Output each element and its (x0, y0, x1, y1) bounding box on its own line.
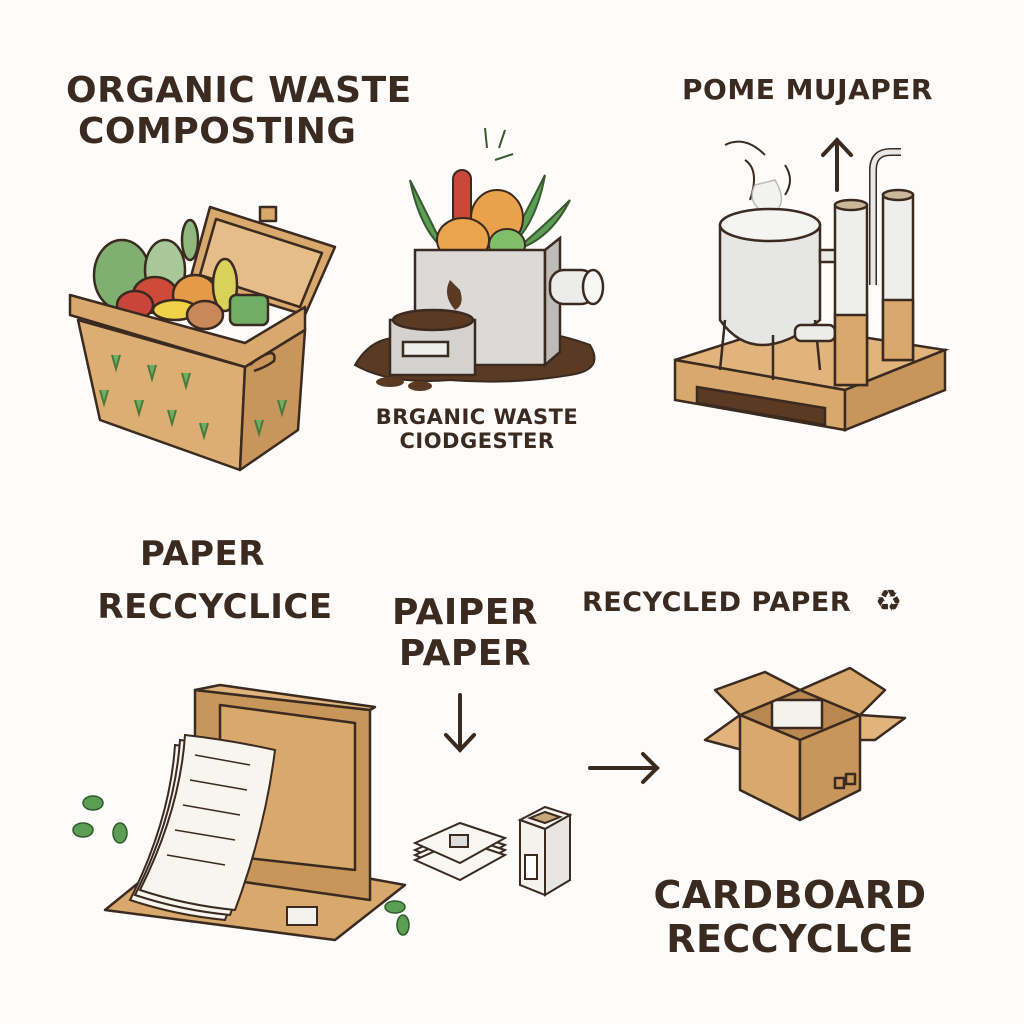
caption-line: BRGANIC WASTE (375, 405, 579, 429)
cardboard-box-illustration (700, 660, 920, 830)
pome-tank-illustration (665, 125, 955, 435)
caption-line: CIODGESTER (399, 429, 555, 454)
recycled-paper-text: RECYCLED PAPER (582, 587, 852, 618)
down-arrow-icon (440, 690, 480, 760)
paper-recycle-title: PAPER RECCYCLICE (90, 528, 340, 633)
paiper-paper-title: PAIPER PAPER (370, 592, 560, 675)
paper-recycle-illustration (72, 683, 415, 945)
biodigester-illustration (345, 120, 605, 400)
biodigester-caption: BRGANIC WASTE CIODGESTER (372, 405, 582, 453)
title-line: ORGANIC WASTE (66, 70, 412, 111)
title-line: PAPER (140, 534, 265, 574)
compost-bin-illustration (60, 195, 360, 475)
title-line: CARDBOARD (653, 873, 927, 917)
organic-composting-title: ORGANIC WASTE COMPOSTING (66, 70, 412, 153)
right-arrow-icon (585, 748, 665, 788)
up-arrow-icon (821, 137, 853, 192)
cardboard-recycle-title: CARDBOARD RECCYCLCE (640, 873, 940, 961)
title-line: PAPER (398, 633, 532, 675)
paper-bundles-illustration (405, 795, 605, 905)
title-line: COMPOSTING (78, 111, 357, 153)
pome-paper-title: POME MUJAPER (682, 73, 933, 106)
title-line: RECCYCLICE (97, 586, 333, 627)
recycled-paper-title: RECYCLED PAPER ♻ (582, 584, 903, 620)
title-line: PAIPER (391, 592, 539, 633)
recycle-icon: ♻ (875, 584, 903, 619)
title-line: RECCYCLCE (666, 916, 914, 961)
